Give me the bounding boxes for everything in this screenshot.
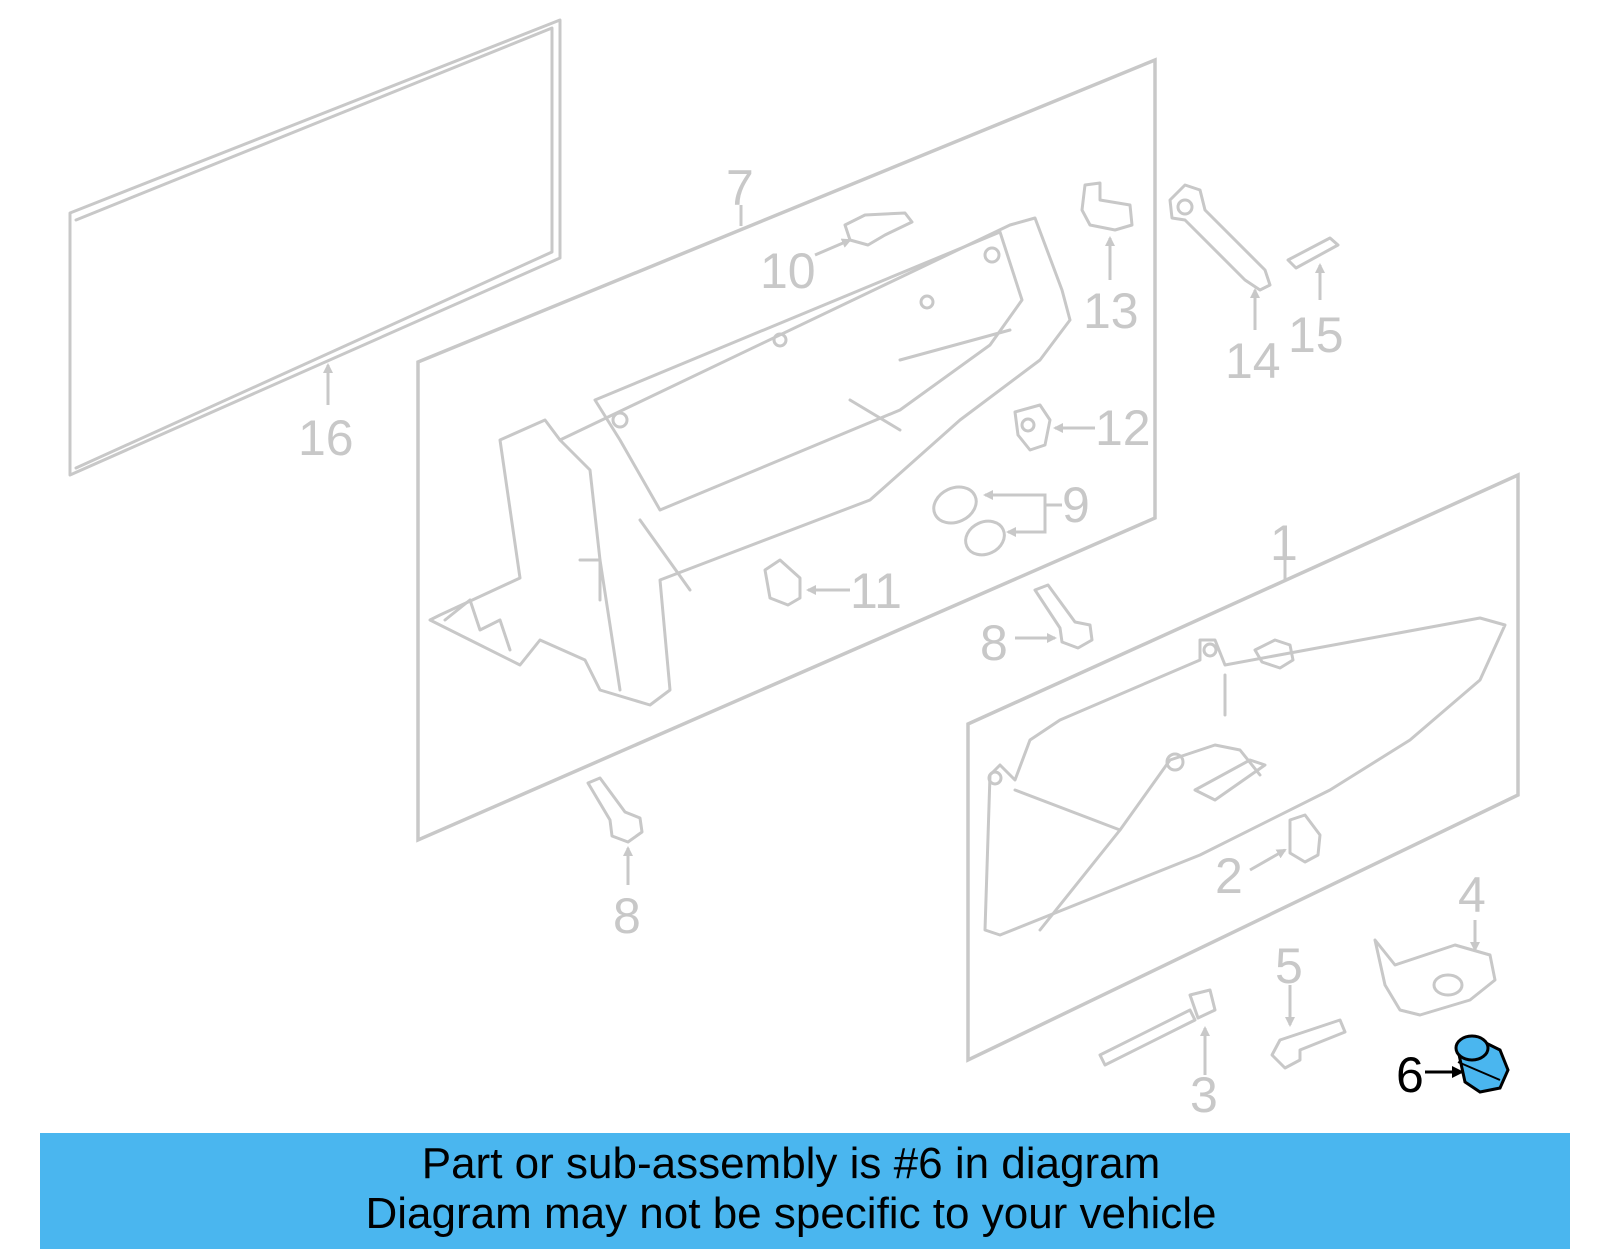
callout-8-bottom: 8 xyxy=(613,888,641,944)
part-2-bumper xyxy=(1249,813,1322,872)
part-11-bumper xyxy=(763,558,850,607)
part-13-bracket xyxy=(1080,181,1134,280)
part-6-highlighted xyxy=(1425,1034,1510,1094)
callout-5: 5 xyxy=(1275,938,1303,994)
callout-9: 9 xyxy=(1062,477,1090,533)
part-4-latch xyxy=(1373,920,1497,1017)
callout-8-right: 8 xyxy=(980,615,1008,671)
callout-2: 2 xyxy=(1215,848,1243,904)
callout-3: 3 xyxy=(1190,1067,1218,1123)
callout-14: 14 xyxy=(1225,333,1281,389)
callout-15: 15 xyxy=(1288,307,1344,363)
part-9-rings xyxy=(932,485,1062,557)
part-8-screw-bottom xyxy=(586,776,644,885)
callout-1: 1 xyxy=(1270,515,1298,571)
part-3-pin xyxy=(1098,988,1217,1075)
part-12-clip xyxy=(1013,403,1095,452)
panel-glove-box-housing xyxy=(416,57,1157,843)
part-14-damper xyxy=(1168,183,1272,330)
part-15-pin xyxy=(1286,236,1340,300)
part-1-door xyxy=(983,616,1507,937)
part-7-housing xyxy=(428,216,1072,707)
part-8-screw-right xyxy=(1015,583,1094,650)
part-5-screw xyxy=(1270,985,1347,1070)
info-banner: Part or sub-assembly is #6 in diagram Di… xyxy=(40,1133,1570,1249)
parts-diagram: 16 7 10 13 14 15 xyxy=(68,18,1520,1123)
part-16-liner xyxy=(68,18,562,477)
callout-16: 16 xyxy=(298,410,354,466)
callout-13: 13 xyxy=(1083,283,1139,339)
panel-glove-box-door xyxy=(966,472,1520,1063)
callout-11: 11 xyxy=(850,563,902,619)
banner-line-1: Part or sub-assembly is #6 in diagram xyxy=(421,1139,1161,1188)
callout-12: 12 xyxy=(1095,400,1151,456)
callout-10: 10 xyxy=(760,243,816,299)
callout-4: 4 xyxy=(1458,867,1486,923)
callout-6: 6 xyxy=(1396,1047,1424,1103)
callout-7: 7 xyxy=(726,160,754,216)
banner-line-2: Diagram may not be specific to your vehi… xyxy=(365,1189,1217,1238)
part-10-clip xyxy=(814,211,914,257)
